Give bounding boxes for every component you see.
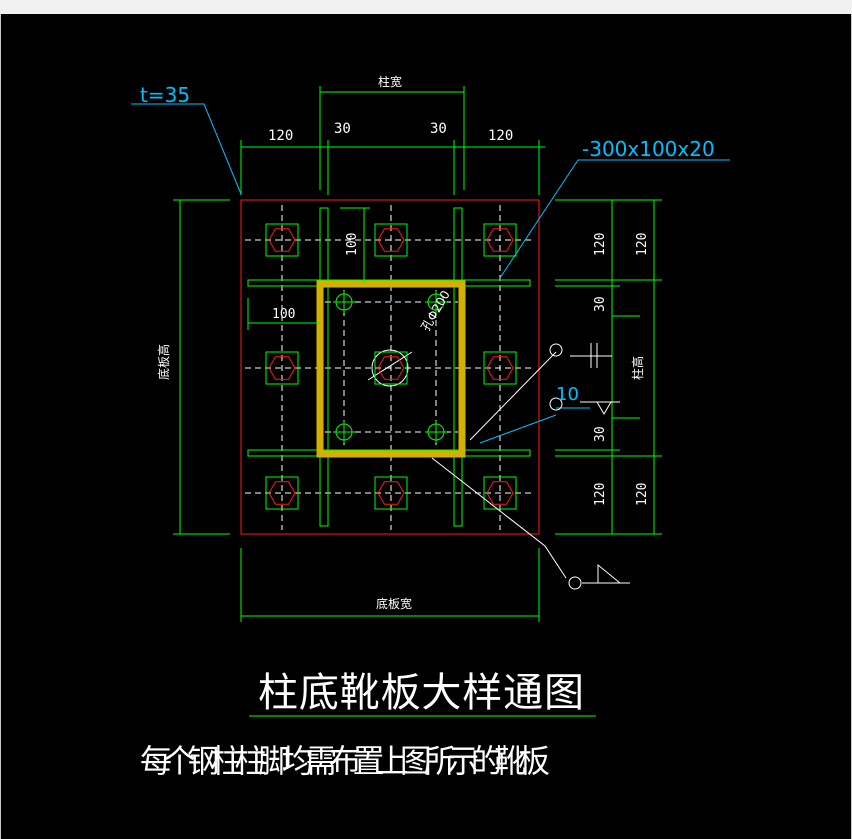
dim-top-left: 120 — [268, 128, 293, 144]
bolt-nut — [486, 356, 514, 380]
drawing-note: 每个钢柱柱脚均需布置上图所示的靴板 — [140, 742, 550, 780]
column-width-label: 柱宽 — [378, 74, 402, 89]
weld-size-label: 10 — [556, 384, 579, 405]
window-top-bar — [0, 0, 852, 14]
bolt-washer — [265, 476, 299, 510]
leader-lines — [131, 103, 730, 444]
hole-label: 孔Φ200 — [418, 288, 452, 333]
bolt-nut — [377, 481, 405, 505]
plate-height-label: 底板高 — [156, 344, 171, 380]
dim-right-top-a: 120 — [593, 233, 608, 256]
dim-top-inner-right: 30 — [430, 121, 447, 137]
bolt-washer — [265, 351, 299, 385]
bolt-washer — [374, 223, 408, 257]
bolt-nut — [268, 228, 296, 252]
dim-right-gap-bottom: 30 — [593, 426, 608, 442]
bolt-nut — [268, 481, 296, 505]
bolt-washer — [483, 351, 517, 385]
bolt-nut — [486, 481, 514, 505]
dim-rib-height: 100 — [345, 233, 360, 256]
dim-top-inner-left: 30 — [334, 121, 351, 137]
baseplate-outline — [240, 199, 540, 535]
rib-spec-label: -300x100x20 — [582, 137, 715, 161]
dim-right-bot-b: 120 — [635, 483, 650, 506]
dim-right-bot-a: 120 — [593, 483, 608, 506]
column-height-label: 柱高 — [630, 356, 645, 380]
dim-top-right: 120 — [488, 128, 513, 144]
bolt-washer — [483, 476, 517, 510]
plate-thickness-label: t=35 — [140, 83, 190, 107]
bolt-nut — [377, 356, 405, 380]
vent-holes — [333, 291, 447, 443]
drawing-title: 柱底靴板大样通图 — [258, 670, 584, 716]
bolt-washer — [374, 476, 408, 510]
bolt-washer — [483, 223, 517, 257]
column-section — [316, 280, 466, 458]
cad-viewport[interactable] — [0, 14, 852, 839]
weld-symbols — [431, 343, 630, 590]
bolt-nut — [377, 228, 405, 252]
anchor-bolts — [265, 223, 517, 510]
bolt-washer — [265, 223, 299, 257]
plate-width-label: 底板宽 — [376, 596, 412, 611]
bolt-nut — [486, 228, 514, 252]
dimension-lines — [173, 86, 662, 622]
dim-rib-width: 100 — [272, 307, 295, 322]
dim-right-gap-top: 30 — [593, 296, 608, 312]
dim-right-top-b: 120 — [635, 233, 650, 256]
bolt-nut — [268, 356, 296, 380]
bolt-washer — [374, 351, 408, 385]
